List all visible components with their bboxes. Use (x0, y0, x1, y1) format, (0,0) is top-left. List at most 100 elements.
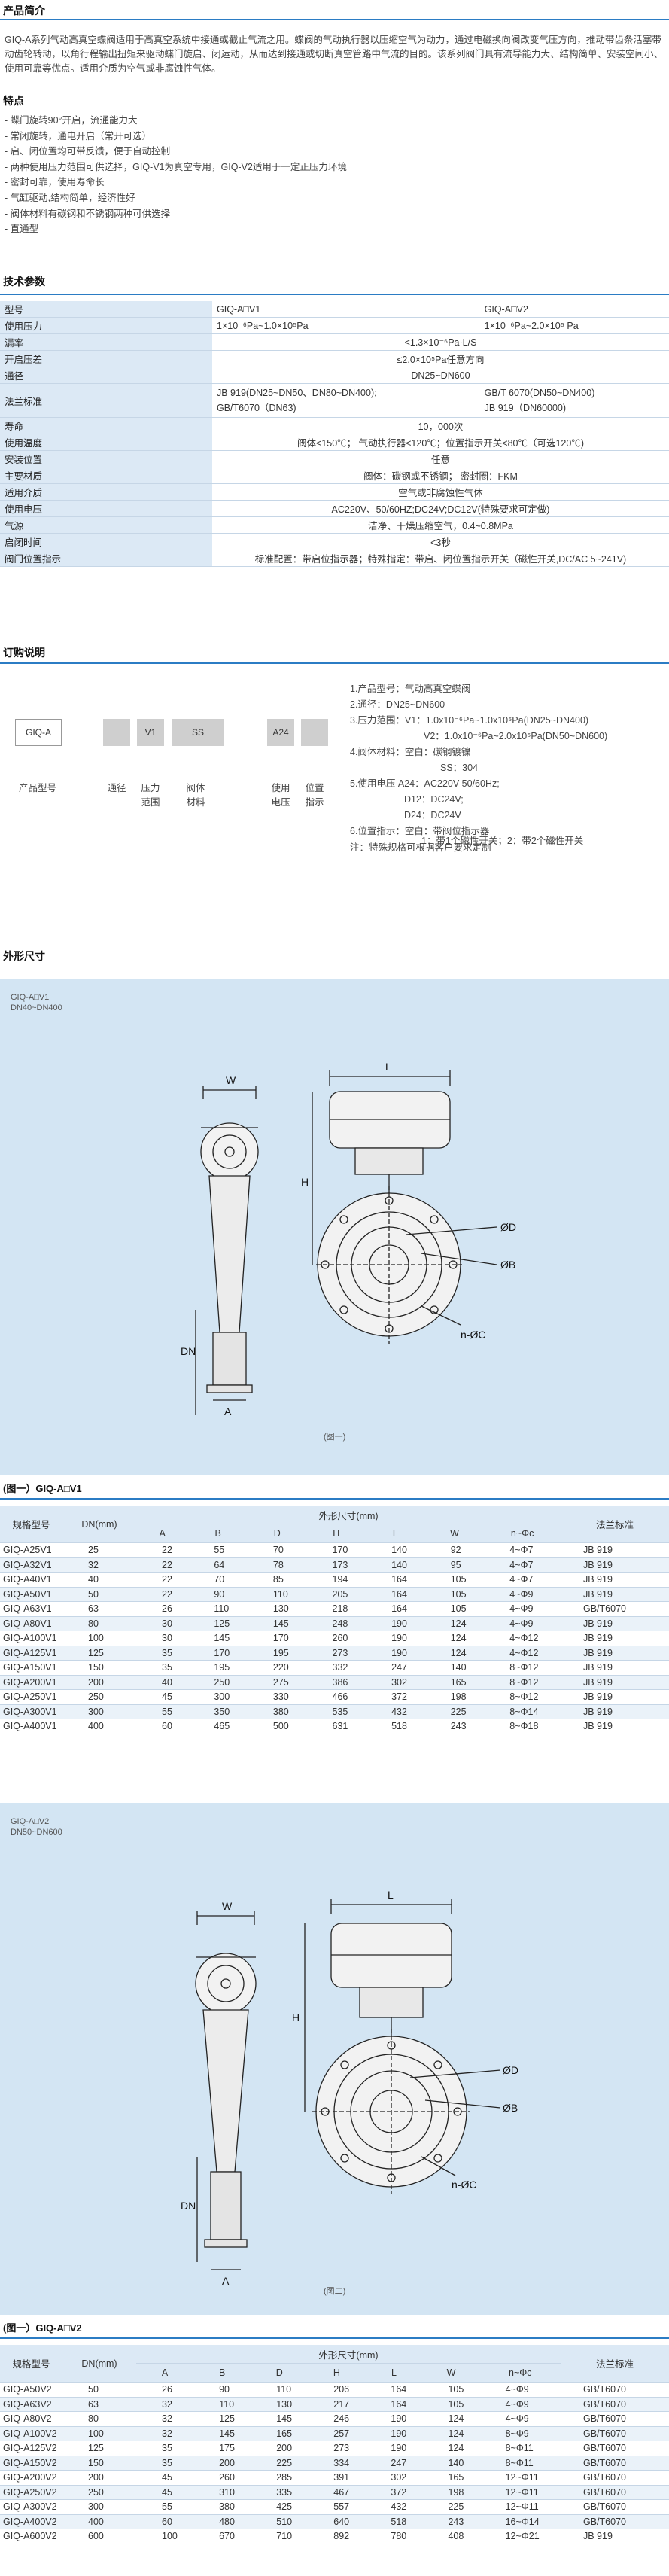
table-cell: GIQ-A50V1 (0, 1587, 62, 1602)
table-cell: 140 (424, 1660, 485, 1676)
table-cell: 4~Φ12 (484, 1631, 561, 1646)
table-cell: 200 (251, 2441, 309, 2456)
spec-row: 使用电压 AC220V、50/60HZ;DC24V;DC12V(特殊要求可定做) (0, 500, 669, 517)
feature-item: - 常闭旋转，通电开启（常开可选） (5, 130, 152, 142)
table-cell: 4~Φ12 (484, 1646, 561, 1661)
fig1-model: GIQ-A□V1 (11, 993, 50, 1002)
col-b: B (193, 2363, 251, 2383)
table-cell: 90 (193, 2382, 251, 2398)
table-cell: GIQ-A400V1 (0, 1719, 62, 1734)
table-cell: JB 919 (561, 1704, 669, 1719)
table-cell: 243 (424, 1719, 485, 1734)
table-cell: JB 919 (561, 1572, 669, 1588)
order-note: 1.产品型号：气动高真空蝶阀 (350, 684, 471, 694)
table-cell: 140 (366, 1557, 425, 1573)
col-h: H (308, 2363, 366, 2383)
table-cell: 480 (193, 2514, 251, 2529)
table-cell: 302 (365, 2470, 423, 2486)
table-cell: 332 (306, 1660, 366, 1676)
table-cell: 432 (365, 2499, 423, 2515)
drawing-panel-1: GIQ-A□V1 DN40~DN400 (0, 979, 669, 1475)
spec-row: 主要材质 阀体：碳钢或不锈钢； 密封圈：FKM (0, 467, 669, 484)
table-cell: 335 (251, 2485, 309, 2500)
table-cell: GIQ-A25V1 (0, 1542, 62, 1558)
table-cell: 257 (308, 2426, 366, 2441)
table-cell: 467 (308, 2485, 366, 2500)
table2-divider (0, 2337, 669, 2339)
table-cell: 260 (306, 1631, 366, 1646)
table-cell: 8~Φ12 (484, 1689, 561, 1705)
table-cell: 124 (424, 1631, 485, 1646)
table-cell: 557 (308, 2499, 366, 2515)
table-cell: 631 (306, 1719, 366, 1734)
order-label-indicator: 位置 指示 (305, 783, 324, 808)
table-cell: GB/T6070 (561, 2514, 669, 2529)
table-cell: 40 (62, 1572, 136, 1588)
table-cell: 386 (306, 1675, 366, 1690)
table-cell: 145 (251, 2411, 309, 2427)
table-cell: 12~Φ21 (479, 2529, 561, 2544)
table-cell: GB/T6070 (561, 2470, 669, 2486)
spec-label: 阀门位置指示 (0, 550, 212, 567)
table-cell: GIQ-A400V2 (0, 2514, 62, 2529)
label-a: A (224, 1405, 232, 1417)
table-cell: GIQ-A100V1 (0, 1631, 62, 1646)
table-cell: 225 (251, 2456, 309, 2471)
order-note: SS：304 (440, 763, 479, 773)
order-code-model: GIQ-A (15, 719, 62, 746)
table1-title: (图一）GIQ-A□V1 (3, 1483, 82, 1494)
table-cell: 80 (62, 1616, 136, 1631)
spec-row: 寿命 10，000次 (0, 417, 669, 434)
spec-value: 10，000次 (212, 417, 669, 434)
spec-value: <1.3×10⁻⁶Pa·L/S (212, 333, 669, 351)
table-cell: 273 (308, 2441, 366, 2456)
table-cell: 780 (365, 2529, 423, 2544)
order-note: 注：特殊规格可根据客户要求定制 (350, 842, 491, 853)
order-note: 6.位置指示：空白：带阀位指示器 (350, 826, 490, 836)
table-cell: 105 (424, 1601, 485, 1617)
table-cell: 198 (422, 2485, 480, 2500)
table-cell: 12~Φ11 (479, 2499, 561, 2515)
table-cell: 173 (306, 1557, 366, 1573)
table-cell: 380 (193, 2499, 251, 2515)
table-cell: GIQ-A32V1 (0, 1557, 62, 1573)
table-cell: 110 (188, 1601, 248, 1617)
spec-row: 阀门位置指示 标准配置：带启位指示器；特殊指定：带启、闭位置指示开关（磁性开关,… (0, 550, 669, 567)
feature-item: - 直通型 (5, 224, 39, 235)
table-cell: GIQ-A63V2 (0, 2397, 62, 2412)
spec-label: 寿命 (0, 417, 212, 434)
order-label-pressure: 压力 范围 (141, 783, 160, 808)
col-nc: n~Φc (484, 1524, 561, 1543)
table-cell: JB 919 (561, 1557, 669, 1573)
table-cell: 8~Φ11 (479, 2456, 561, 2471)
table-cell: 60 (136, 1719, 189, 1734)
table-cell: 195 (188, 1660, 248, 1676)
table-cell: 175 (193, 2441, 251, 2456)
table-cell: 190 (365, 2441, 423, 2456)
table-cell: 200 (62, 2470, 136, 2486)
table-cell: 194 (306, 1572, 366, 1588)
table-cell: 55 (136, 2499, 194, 2515)
table-cell: 105 (424, 1587, 485, 1602)
spec-row: 开启压差 ≤2.0×10⁵Pa任意方向 (0, 350, 669, 367)
table-cell: 8~Φ12 (484, 1675, 561, 1690)
col-dn: DN(mm) (62, 1506, 136, 1543)
order-note: D24：DC24V (404, 810, 461, 821)
col-l: L (365, 2363, 423, 2383)
table-cell: 145 (188, 1631, 248, 1646)
table-cell: 25 (62, 1542, 136, 1558)
fig2-caption: (图二) (324, 2287, 346, 2296)
flange-std-v2-a: GB/T 6070(DN50~DN400) (484, 388, 595, 398)
table-cell: 30 (136, 1616, 189, 1631)
table-cell: GIQ-A100V2 (0, 2426, 62, 2441)
table-cell: 310 (193, 2485, 251, 2500)
